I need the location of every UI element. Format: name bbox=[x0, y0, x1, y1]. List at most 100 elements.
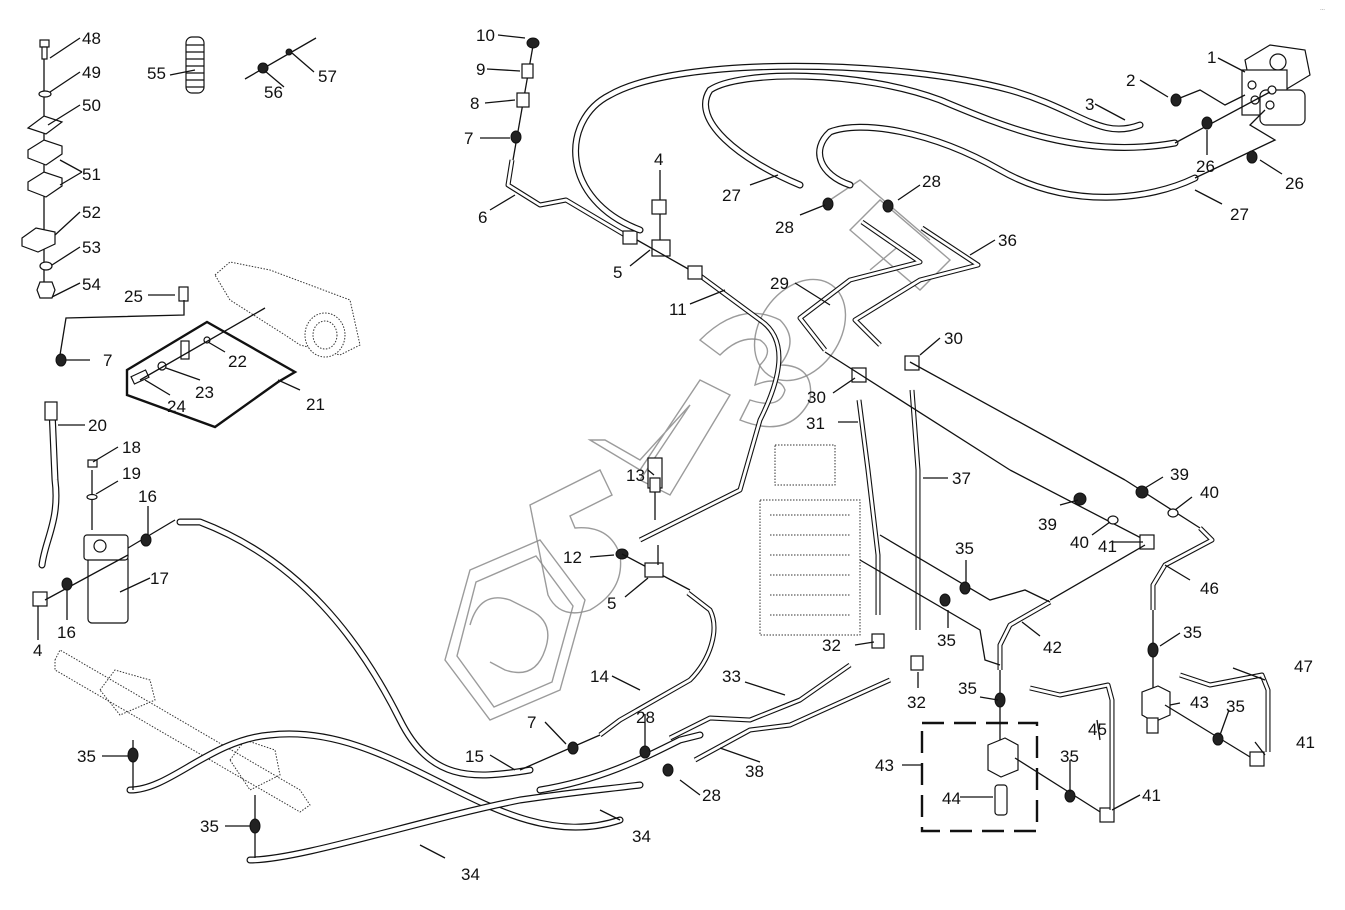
callout-13: 13 bbox=[626, 466, 645, 485]
washer-53 bbox=[39, 261, 53, 271]
right-brake-lines bbox=[859, 469, 1215, 670]
callout-12: 12 bbox=[563, 548, 582, 567]
callout-34-left: 34 bbox=[461, 865, 480, 884]
hose-15-main bbox=[176, 518, 534, 779]
seal-16b bbox=[61, 577, 73, 591]
bracket-52 bbox=[21, 227, 56, 253]
callout-21: 21 bbox=[306, 395, 325, 414]
washer-40b bbox=[1167, 508, 1179, 518]
callout-25: 25 bbox=[124, 287, 143, 306]
mounting-hardware-stack bbox=[21, 39, 64, 299]
steering-hoses-27 bbox=[572, 62, 1199, 234]
callout-35-c: 35 bbox=[955, 539, 974, 558]
callout-35-d: 35 bbox=[937, 631, 956, 650]
callout-40-left: 40 bbox=[1070, 533, 1089, 552]
watermark-swirl bbox=[469, 597, 549, 674]
sensor-kit-box-21 bbox=[125, 307, 298, 429]
pipes-31-37 bbox=[856, 389, 924, 671]
callout-36: 36 bbox=[998, 231, 1017, 250]
callout-4-top: 4 bbox=[654, 150, 663, 169]
valve-block bbox=[987, 737, 1019, 778]
pressure-switch-13 bbox=[647, 457, 663, 520]
callout-56: 56 bbox=[264, 83, 283, 102]
valve-insert-44 bbox=[994, 784, 1008, 816]
corner-mark: … bbox=[1320, 6, 1325, 12]
callout-2: 2 bbox=[1126, 71, 1135, 90]
callout-26-a: 26 bbox=[1196, 157, 1215, 176]
callout-35-g: 35 bbox=[1226, 697, 1245, 716]
callout-23: 23 bbox=[195, 383, 214, 402]
callout-7-top: 7 bbox=[464, 129, 473, 148]
adapter-9 bbox=[521, 63, 534, 79]
elbow-32b bbox=[910, 655, 924, 671]
callout-33: 33 bbox=[722, 667, 741, 686]
callout-10: 10 bbox=[476, 26, 495, 45]
callout-29: 29 bbox=[770, 274, 789, 293]
banjo-41c bbox=[1249, 751, 1265, 767]
callout-53: 53 bbox=[82, 238, 101, 257]
callout-18: 18 bbox=[122, 438, 141, 457]
tubes-33-38 bbox=[639, 662, 892, 777]
callout-55: 55 bbox=[147, 64, 166, 83]
fitting-25 bbox=[178, 286, 189, 302]
seal-16a bbox=[140, 533, 152, 547]
nut-8 bbox=[516, 92, 530, 108]
callout-7-bottom: 7 bbox=[527, 713, 536, 732]
callout-28-b: 28 bbox=[702, 786, 721, 805]
callout-49: 49 bbox=[82, 63, 101, 82]
tee-fitting-5-lower bbox=[598, 545, 717, 737]
watermark-letter-z bbox=[698, 312, 812, 428]
callout-32-left: 32 bbox=[822, 636, 841, 655]
nut-11 bbox=[687, 265, 703, 280]
bolt-24 bbox=[130, 369, 150, 385]
callout-50: 50 bbox=[82, 96, 101, 115]
callout-4-left: 4 bbox=[33, 641, 42, 660]
callout-26-b: 26 bbox=[1285, 174, 1304, 193]
watermark-letter-o bbox=[753, 278, 847, 382]
callout-41-right: 41 bbox=[1296, 733, 1315, 752]
callout-43-left: 43 bbox=[875, 756, 894, 775]
callout-38: 38 bbox=[745, 762, 764, 781]
callout-37: 37 bbox=[952, 469, 971, 488]
adapter-26a bbox=[1201, 116, 1213, 130]
callout-51: 51 bbox=[82, 165, 101, 184]
elbow-32a bbox=[871, 633, 885, 649]
tee-fitting-5-upper bbox=[636, 199, 691, 271]
callout-22: 22 bbox=[228, 352, 247, 371]
cap-10 bbox=[526, 37, 540, 49]
callout-5-lower: 5 bbox=[607, 594, 616, 613]
axle-cylinder-ghost bbox=[54, 649, 311, 813]
elbow-fitting-4 bbox=[32, 591, 48, 607]
callout-46: 46 bbox=[1200, 579, 1219, 598]
kit-outline-43 bbox=[920, 721, 1039, 833]
callout-39-left: 39 bbox=[1038, 515, 1057, 534]
callout-28-d: 28 bbox=[922, 172, 941, 191]
watermark-text bbox=[529, 179, 952, 614]
steering-unit-1 bbox=[1170, 44, 1311, 179]
seal-7 bbox=[510, 130, 522, 144]
callout-27-left: 27 bbox=[722, 186, 741, 205]
callout-14: 14 bbox=[590, 667, 609, 686]
callout-1: 1 bbox=[1207, 48, 1216, 67]
adapter-35d bbox=[939, 593, 951, 607]
callout-35-h: 35 bbox=[1060, 747, 1079, 766]
adapter-2 bbox=[1170, 93, 1182, 107]
valve-block-43 bbox=[1141, 685, 1171, 723]
callout-48: 48 bbox=[82, 29, 101, 48]
callouts: 48 49 50 51 52 53 54 55 56 57 25 22 23 2… bbox=[33, 26, 1315, 884]
callout-35-e: 35 bbox=[1183, 623, 1202, 642]
callout-27-right: 27 bbox=[1230, 205, 1249, 224]
leader-lines bbox=[37, 34, 1283, 859]
valve-kit-43 bbox=[920, 670, 1115, 833]
washer-49 bbox=[38, 90, 52, 98]
callout-9: 9 bbox=[476, 60, 485, 79]
callout-35-a: 35 bbox=[77, 747, 96, 766]
callout-39-right: 39 bbox=[1170, 465, 1189, 484]
callout-28-a: 28 bbox=[636, 708, 655, 727]
callout-43-right: 43 bbox=[1190, 693, 1209, 712]
callout-41-top: 41 bbox=[1098, 537, 1117, 556]
watermark-logo bbox=[444, 539, 586, 721]
nut-6 bbox=[622, 230, 638, 245]
